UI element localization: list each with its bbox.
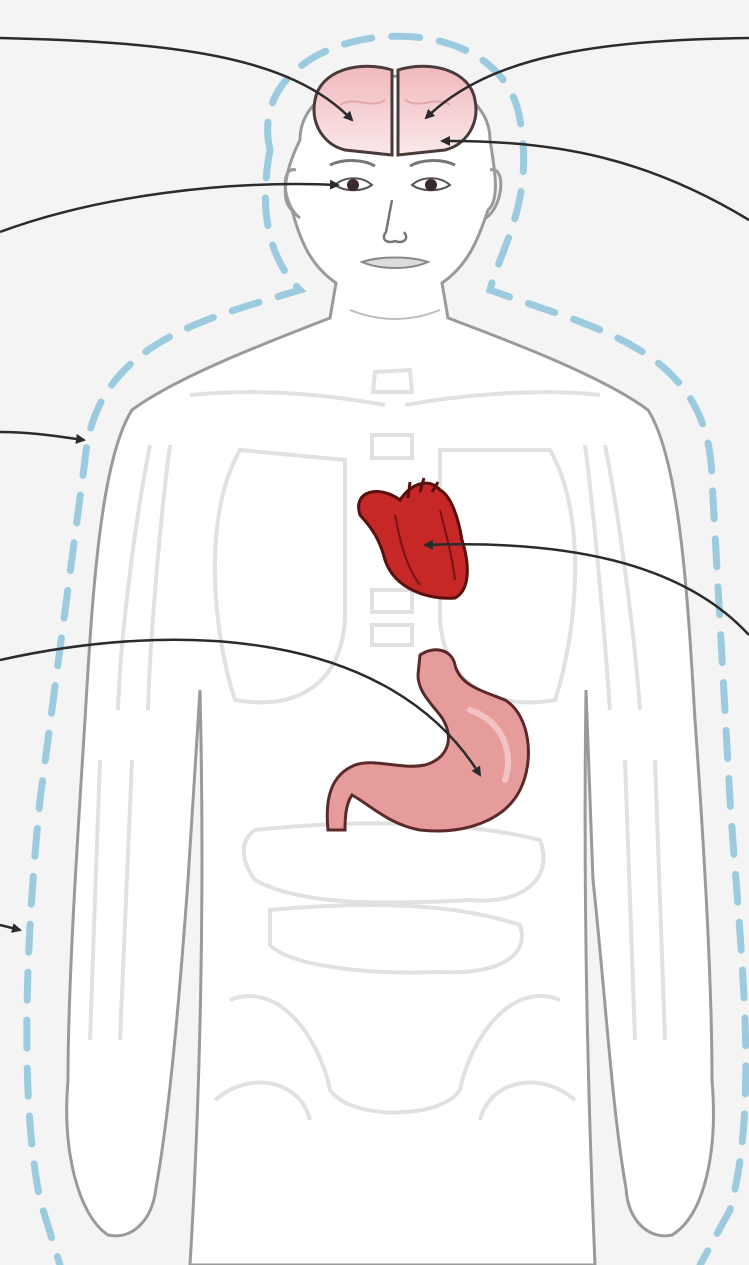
body-silhouette [67, 76, 714, 1265]
arrow-brain-left [0, 38, 352, 120]
arrow-aura [0, 432, 84, 440]
body-outline [67, 76, 714, 1265]
arrow-aura-lower [0, 925, 20, 930]
